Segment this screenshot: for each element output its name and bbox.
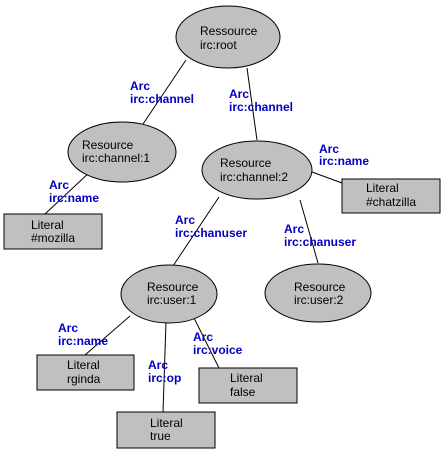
- resource-node-user2: Resource irc:user:2: [264, 263, 372, 323]
- literal-node-false-value: false: [230, 385, 256, 399]
- arc-label-channel2-user1-kind: Arc: [175, 213, 195, 227]
- resource-node-root-id: irc:root: [200, 38, 237, 52]
- edge-root-channel1: [142, 59, 187, 125]
- arc-label-channel1-mozilla: Arc irc:name: [49, 178, 99, 205]
- literal-node-chatzilla: Literal #chatzilla: [341, 178, 441, 214]
- arc-label-root-channel1-kind: Arc: [130, 79, 150, 93]
- arc-label-user1-rginda-property: irc:name: [58, 334, 108, 348]
- literal-node-rginda-shape: [36, 354, 135, 391]
- edge-channel2-user1: [172, 196, 220, 267]
- resource-node-user1: Resource irc:user:1: [120, 264, 218, 324]
- arc-label-channel2-chatzilla-property: irc:name: [319, 154, 369, 168]
- resource-node-user1-kind: Resource: [147, 280, 199, 294]
- resource-node-channel1: Resource irc:channel:1: [67, 121, 177, 183]
- arc-label-channel1-mozilla-kind: Arc: [49, 178, 69, 192]
- literal-node-mozilla-value: #mozilla: [31, 231, 75, 245]
- edge-channel2-chatzilla: [311, 171, 343, 184]
- arc-label-root-channel2: Arc irc:channel: [229, 87, 293, 114]
- arc-label-user1-false-kind: Arc: [193, 330, 213, 344]
- arc-label-channel2-user2-kind: Arc: [284, 222, 304, 236]
- resource-node-channel2: Resource irc:channel:2: [201, 140, 313, 200]
- arc-label-channel2-user2-property: irc:chanuser: [284, 235, 356, 249]
- edge-root-channel2: [246, 67, 258, 141]
- edge-channel1-mozilla: [44, 169, 93, 215]
- resource-node-user2-id: irc:user:2: [294, 293, 344, 307]
- literal-node-false: Literal false: [198, 367, 298, 404]
- literal-node-mozilla-shape: [3, 213, 103, 250]
- arc-label-channel2-chatzilla: Arc irc:name: [319, 142, 369, 168]
- resource-node-user1-id: irc:user:1: [147, 293, 197, 307]
- resource-node-root: Ressource irc:root: [175, 5, 281, 69]
- arc-label-user1-false: Arc irc:voice: [193, 330, 243, 357]
- edge-user1-true: [162, 321, 167, 413]
- resource-node-user1-shape: [120, 264, 218, 324]
- resource-node-channel1-shape: [67, 121, 177, 183]
- resource-node-channel1-id: irc:channel:1: [82, 151, 150, 165]
- literal-node-false-kind: Literal: [230, 371, 263, 385]
- literal-node-true-value: true: [150, 429, 171, 443]
- arc-label-user1-false-property: irc:voice: [193, 343, 243, 357]
- arc-label-channel2-user1-property: irc:chanuser: [175, 226, 247, 240]
- arc-label-user1-true: Arc irc:op: [148, 358, 181, 385]
- resource-node-channel2-shape: [201, 140, 313, 200]
- literal-node-rginda: Literal rginda: [36, 354, 135, 391]
- arc-label-user1-rginda: Arc irc:name: [58, 321, 108, 348]
- arc-label-channel2-chatzilla-kind: Arc: [319, 142, 339, 156]
- arc-label-root-channel2-kind: Arc: [229, 87, 249, 101]
- literal-node-mozilla: Literal #mozilla: [3, 213, 103, 250]
- arc-label-channel1-mozilla-property: irc:name: [49, 191, 99, 205]
- resource-node-user2-kind: Resource: [294, 280, 346, 294]
- literal-node-chatzilla-value: #chatzilla: [366, 195, 416, 209]
- literal-node-chatzilla-kind: Literal: [366, 181, 399, 195]
- arc-label-channel2-user2: Arc irc:chanuser: [284, 222, 356, 249]
- literal-node-false-shape: [198, 367, 298, 404]
- literal-node-chatzilla-shape: [341, 178, 441, 214]
- literal-node-rginda-value: rginda: [67, 372, 101, 386]
- literal-node-true-shape: [116, 411, 216, 449]
- arc-label-root-channel2-property: irc:channel: [229, 100, 293, 114]
- arc-label-root-channel1-property: irc:channel: [130, 92, 194, 106]
- resource-node-channel2-kind: Resource: [220, 156, 272, 170]
- resource-node-channel1-kind: Resource: [82, 138, 134, 152]
- arc-label-channel2-user1: Arc irc:chanuser: [175, 213, 247, 240]
- literal-node-rginda-kind: Literal: [67, 358, 100, 372]
- edge-user1-false: [193, 317, 220, 369]
- edges: [44, 59, 343, 413]
- edge-channel2-user2: [299, 199, 319, 264]
- arc-label-root-channel1: Arc irc:channel: [130, 79, 194, 106]
- arc-label-user1-true-property: irc:op: [148, 371, 181, 385]
- resource-node-channel2-id: irc:channel:2: [220, 170, 288, 184]
- literal-node-true: Literal true: [116, 411, 216, 449]
- arc-label-user1-true-kind: Arc: [148, 358, 168, 372]
- literal-node-mozilla-kind: Literal: [31, 218, 64, 232]
- literal-node-true-kind: Literal: [150, 416, 183, 430]
- edge-user1-rginda: [84, 315, 131, 356]
- resource-node-root-kind: Ressource: [200, 24, 258, 38]
- resource-node-user2-shape: [264, 263, 372, 323]
- arc-label-user1-rginda-kind: Arc: [58, 321, 78, 335]
- resource-node-root-shape: [175, 5, 281, 69]
